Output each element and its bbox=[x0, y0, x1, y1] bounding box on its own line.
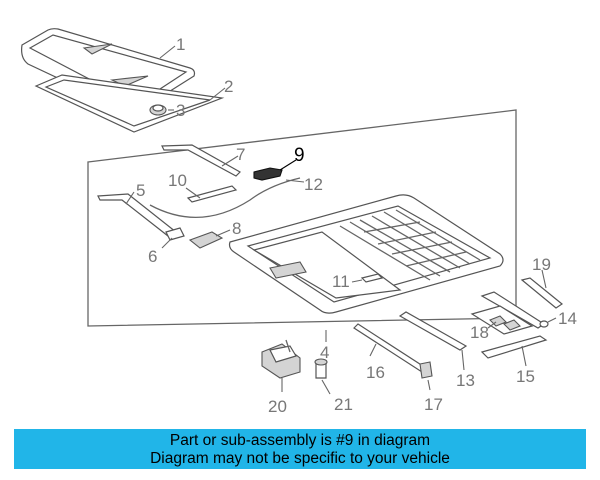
grommet-part bbox=[149, 104, 167, 116]
callout-20: 20 bbox=[268, 397, 287, 416]
bracket-part-9 bbox=[253, 167, 283, 181]
callout-14: 14 bbox=[558, 309, 577, 328]
callout-8: 8 bbox=[232, 219, 241, 238]
callout-19: 19 bbox=[532, 255, 551, 274]
callout-15: 15 bbox=[516, 367, 535, 386]
guide-rail-part bbox=[480, 291, 549, 329]
sunroof-housing bbox=[228, 194, 504, 314]
front-rail-part bbox=[161, 144, 241, 177]
parts-diagram: 1 2 3 7 9 12 10 5 6 bbox=[21, 28, 577, 416]
motor-part bbox=[261, 339, 301, 379]
weatherstrip-part bbox=[398, 311, 468, 351]
pad-part bbox=[360, 273, 384, 283]
callout-1: 1 bbox=[176, 35, 185, 54]
callout-12: 12 bbox=[304, 175, 323, 194]
callout-17: 17 bbox=[424, 395, 443, 414]
callout-21: 21 bbox=[334, 395, 353, 414]
callout-18: 18 bbox=[470, 323, 489, 342]
banner-line-1: Part or sub-assembly is #9 in diagram bbox=[169, 432, 431, 449]
guide-block-part bbox=[188, 231, 224, 249]
side-rail-part bbox=[97, 193, 178, 237]
hose-clip-part bbox=[419, 361, 433, 379]
info-banner: Part or sub-assembly is #9 in diagram Di… bbox=[14, 429, 586, 469]
screw-part bbox=[314, 358, 328, 379]
drain-trough-part bbox=[480, 335, 548, 359]
rear-rail-part bbox=[520, 277, 564, 309]
clip-part bbox=[165, 227, 185, 241]
callout-7: 7 bbox=[236, 145, 245, 164]
callout-9: 9 bbox=[294, 145, 305, 166]
banner-line-2: Diagram may not be specific to your vehi… bbox=[150, 450, 450, 467]
callout-6: 6 bbox=[148, 247, 157, 266]
callout-2: 2 bbox=[224, 77, 233, 96]
callout-4: 4 bbox=[320, 343, 329, 362]
callout-3: 3 bbox=[176, 101, 185, 120]
callout-5: 5 bbox=[136, 181, 145, 200]
drive-cable-part bbox=[149, 177, 301, 219]
callout-11: 11 bbox=[332, 272, 350, 291]
drain-hose-part bbox=[353, 323, 427, 373]
callout-10: 10 bbox=[168, 171, 187, 190]
callout-13: 13 bbox=[456, 371, 475, 390]
callout-16: 16 bbox=[366, 363, 385, 382]
